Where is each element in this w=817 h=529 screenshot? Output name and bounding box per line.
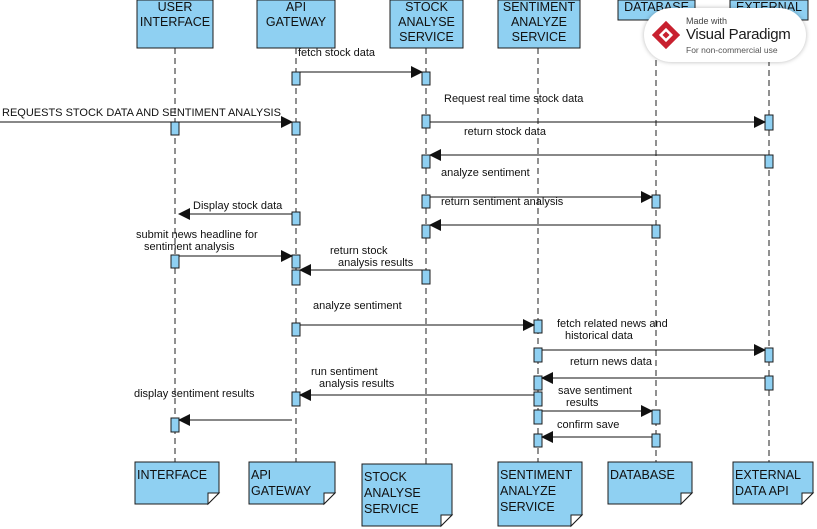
message-label: fetch related news and bbox=[557, 318, 668, 330]
lifeline-footer-label: ANALYSE bbox=[364, 486, 421, 500]
activation-bar bbox=[764, 154, 774, 169]
message-label: REQUESTS STOCK DATA AND SENTIMENT ANALYS… bbox=[2, 107, 281, 119]
lifeline-head-label: ANALYSE bbox=[398, 15, 455, 29]
activation-bar bbox=[291, 322, 301, 337]
activation-bar bbox=[533, 319, 543, 334]
message-label: results bbox=[566, 397, 599, 409]
lifeline-footer-label: SENTIMENT bbox=[500, 468, 573, 482]
lifeline-footer-label: SERVICE bbox=[364, 502, 419, 516]
activation-bar bbox=[291, 121, 301, 136]
lifeline-head-label: USER bbox=[158, 0, 193, 14]
lifeline-head-label: SENTIMENT bbox=[503, 0, 576, 14]
lifeline-head-label: ANALYZE bbox=[511, 15, 567, 29]
activation-bar bbox=[421, 194, 431, 209]
message-label: historical data bbox=[565, 330, 634, 342]
lifeline-head-senti[interactable] bbox=[497, 0, 581, 49]
lifeline-head-label: INTERFACE bbox=[140, 15, 210, 29]
message-label: Display stock data bbox=[193, 200, 283, 212]
activation-bar bbox=[764, 114, 774, 131]
activation-bar bbox=[421, 224, 431, 239]
message-label: analysis results bbox=[338, 257, 414, 269]
lifeline-footer-label: DATABASE bbox=[610, 468, 675, 482]
activation-bar bbox=[533, 391, 543, 407]
activation-bar bbox=[291, 254, 301, 269]
lifeline-footer-label: API bbox=[251, 468, 271, 482]
activation-bar bbox=[421, 71, 431, 86]
activation-bar bbox=[533, 433, 543, 448]
message-label: return news data bbox=[570, 356, 653, 368]
visual-paradigm-logo-icon bbox=[652, 21, 680, 49]
message-label: return stock data bbox=[464, 126, 547, 138]
activation-bar bbox=[291, 269, 301, 286]
lifeline-head-label: STOCK bbox=[405, 0, 448, 14]
activation-bar bbox=[291, 71, 301, 86]
lifeline-footer-label: STOCK bbox=[364, 470, 407, 484]
activation-bars bbox=[170, 71, 774, 448]
lifeline-footer-label: GATEWAY bbox=[251, 484, 312, 498]
lifeline-footer-label: INTERFACE bbox=[137, 468, 207, 482]
message-label: Request real time stock data bbox=[444, 93, 584, 105]
activation-bar bbox=[170, 121, 180, 136]
message-label: confirm save bbox=[557, 419, 619, 431]
message-label: run sentiment bbox=[311, 366, 378, 378]
lifeline-footer-label: DATA API bbox=[735, 484, 789, 498]
footer-fold-corner bbox=[207, 492, 221, 506]
message-label: submit news headline for bbox=[136, 229, 258, 241]
watermark-made-with: Made with bbox=[686, 16, 728, 26]
lifeline-head-label: GATEWAY bbox=[266, 15, 327, 29]
message-label: return sentiment analysis bbox=[441, 196, 564, 208]
watermark-brand: Visual Paradigm bbox=[686, 26, 791, 43]
message-label: return stock bbox=[330, 245, 388, 257]
message-label: analysis results bbox=[319, 378, 395, 390]
activation-bar bbox=[764, 375, 774, 391]
lifeline-footers: INTERFACE API GATEWAY STOCK ANALYSE SERVICE SE… bbox=[134, 461, 815, 528]
activation-bar bbox=[651, 433, 661, 448]
message-label: analyze sentiment bbox=[313, 300, 402, 312]
lifelines bbox=[174, 20, 770, 464]
activation-bar bbox=[421, 114, 431, 129]
lifeline-head-stock[interactable] bbox=[389, 0, 464, 49]
message-label: sentiment analysis bbox=[144, 241, 235, 253]
footer-fold-corner bbox=[680, 492, 694, 506]
activation-bar bbox=[533, 375, 543, 391]
activation-bar bbox=[651, 194, 661, 209]
activation-bar bbox=[421, 269, 431, 285]
watermark-badge: Made with Visual Paradigm For non-commer… bbox=[644, 8, 806, 62]
message-label: save sentiment bbox=[558, 385, 632, 397]
lifeline-head-label: SERVICE bbox=[512, 30, 567, 44]
activation-bar bbox=[533, 409, 543, 425]
activation-bar bbox=[421, 154, 431, 169]
lifeline-footer-label: ANALYZE bbox=[500, 484, 556, 498]
watermark-note: For non-commercial use bbox=[686, 45, 778, 55]
lifeline-footer-label: SERVICE bbox=[500, 500, 555, 514]
footer-fold-corner bbox=[440, 514, 454, 528]
activation-bar bbox=[291, 211, 301, 226]
message-label: display sentiment results bbox=[134, 388, 255, 400]
activation-bar bbox=[764, 347, 774, 363]
footer-fold-corner bbox=[570, 514, 584, 528]
footer-fold-corner bbox=[801, 492, 815, 506]
activation-bar bbox=[291, 391, 301, 407]
activation-bar bbox=[170, 254, 180, 269]
lifeline-head-gw[interactable] bbox=[256, 0, 336, 49]
lifeline-head-label: API bbox=[286, 0, 306, 14]
footer-fold-corner bbox=[323, 492, 337, 506]
message-label: fetch stock data bbox=[298, 47, 376, 59]
lifeline-head-label: SERVICE bbox=[399, 30, 454, 44]
lifeline-footer-label: EXTERNAL bbox=[735, 468, 801, 482]
activation-bar bbox=[533, 347, 543, 363]
activation-bar bbox=[651, 224, 661, 239]
activation-bar bbox=[651, 409, 661, 425]
lifeline-head-ui[interactable] bbox=[136, 0, 214, 49]
activation-bar bbox=[170, 417, 180, 433]
message-label: analyze sentiment bbox=[441, 167, 530, 179]
